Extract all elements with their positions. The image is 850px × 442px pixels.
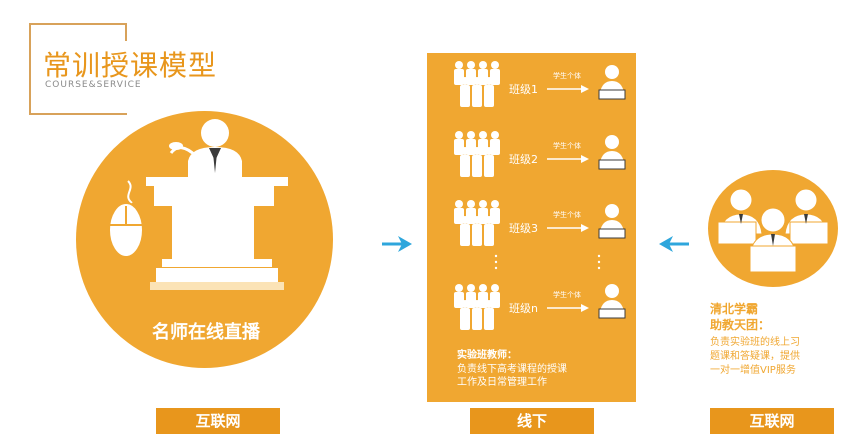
tutor-desc-line-1: 负责实验班的线上习 [710, 337, 800, 348]
student-laptop-icon [598, 65, 626, 100]
student-label: 学生个体 [553, 211, 581, 219]
student-label: 学生个体 [553, 72, 581, 80]
page-subtitle: COURSE&SERVICE [45, 80, 142, 90]
tutor-desc-line-3: 一对一增值VIP服务 [710, 365, 796, 376]
tutor-desc-line-2: 题课和答疑课，提供 [710, 351, 800, 362]
class-row-n: 班级n 学生个体 [449, 280, 634, 340]
class-row-1: 班级1 学生个体 [449, 57, 634, 117]
title-frame-bottom [29, 113, 127, 115]
arrow-right-icon [547, 155, 589, 163]
teacher-desc-line-2: 工作及日常管理工作 [457, 377, 547, 388]
arrow-right-icon [547, 224, 589, 232]
class-row-3: 班级3 学生个体 [449, 196, 634, 256]
title-frame-right [125, 23, 127, 41]
class-group-icon [454, 284, 500, 330]
student-laptop-icon [598, 284, 626, 319]
class-label: 班级1 [509, 83, 538, 96]
title-frame-left [29, 23, 31, 115]
title-frame-top [29, 23, 127, 25]
arrow-right-icon [382, 236, 412, 252]
ellipsis-dots [494, 254, 498, 270]
tutor-title-line-1: 清北学霸 [710, 302, 759, 316]
student-label: 学生个体 [553, 291, 581, 299]
class-group-icon [454, 200, 500, 246]
arrow-right-icon [547, 304, 589, 312]
label-internet-right: 互联网 [710, 408, 834, 434]
teacher-title: 实验班教师： [457, 350, 517, 361]
podium-teacher-illustration [108, 119, 288, 290]
tutor-title-line-2: 助教天团： [710, 318, 771, 332]
page-title: 常训授课模型 [43, 49, 218, 82]
label-offline: 线下 [470, 408, 594, 434]
class-group-icon [454, 131, 500, 177]
ellipsis-dots [597, 254, 601, 270]
arrow-left-icon [659, 236, 689, 252]
class-row-2: 班级2 学生个体 [449, 127, 634, 187]
student-laptop-icon [598, 204, 626, 239]
arrow-right-icon [547, 85, 589, 93]
online-live-caption: 名师在线直播 [152, 322, 260, 343]
mouse-icon [108, 180, 144, 258]
class-label: 班级2 [509, 153, 538, 166]
class-label: 班级n [509, 302, 538, 315]
student-laptop-icon [598, 135, 626, 170]
student-label: 学生个体 [553, 142, 581, 150]
class-group-icon [454, 61, 500, 107]
tutor-team-illustration [717, 188, 829, 273]
teacher-desc-line-1: 负责线下高考课程的授课 [457, 364, 567, 375]
label-internet-left: 互联网 [156, 408, 280, 434]
class-label: 班级3 [509, 222, 538, 235]
